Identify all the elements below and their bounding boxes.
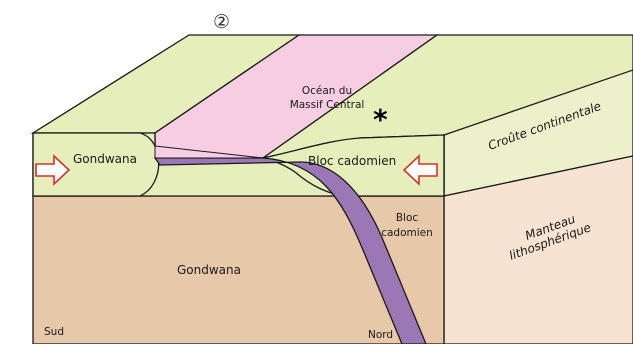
- gondwana-crust-label: Gondwana: [73, 152, 137, 166]
- bloc-cadomien-mantle-label-line2: cadomien: [381, 227, 433, 239]
- south-label: Sud: [44, 326, 64, 338]
- ocean-label-line2: Massif Central: [290, 99, 365, 111]
- bloc-cadomien-crust-label: Bloc cadomien: [308, 154, 396, 168]
- bloc-cadomien-mantle-label-line1: Bloc: [396, 212, 419, 224]
- asterisk-marker: *: [373, 103, 388, 136]
- step-marker: ②: [213, 11, 230, 33]
- gondwana-mantle-label: Gondwana: [177, 263, 241, 277]
- ocean-label-line1: Océan du: [302, 85, 352, 97]
- north-label: Nord: [368, 329, 393, 341]
